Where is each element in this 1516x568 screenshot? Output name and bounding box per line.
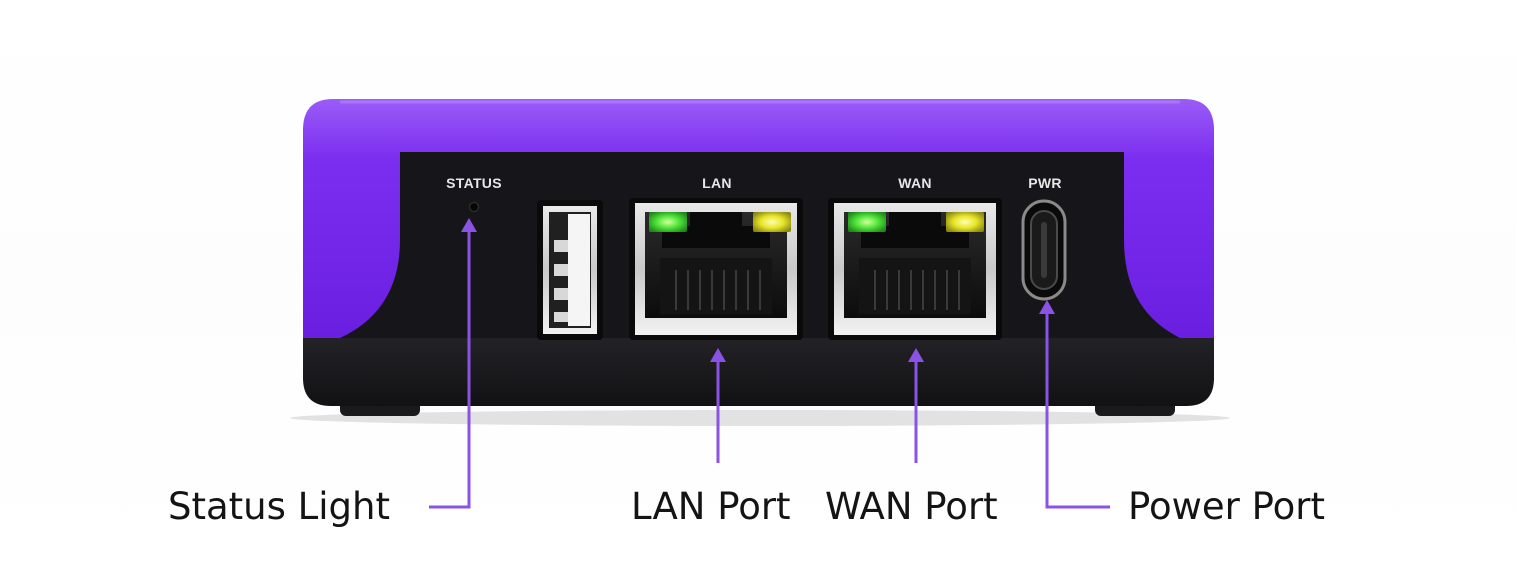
lan-link-led [649,212,687,232]
usb-c-power-port [1021,199,1067,301]
callout-status-light: Status Light [168,485,390,528]
lan-jack [629,198,803,340]
device-base [303,336,1214,406]
lan-activity-led [753,212,791,232]
wan-jack [828,198,1002,340]
power-arrowhead [1039,300,1055,314]
status-led [468,201,480,213]
wan-activity-led [946,212,984,232]
floor-shadow [290,410,1230,426]
usb-port [537,200,603,340]
panel-label-pwr: PWR [1028,175,1062,191]
status-arrowhead [461,218,477,232]
panel-label-status: STATUS [446,175,502,191]
status-callout-line [429,230,471,509]
wan-arrowhead [908,348,924,362]
wan-link-led [848,212,886,232]
lan-arrowhead [710,348,726,362]
callout-lan-port: LAN Port [631,485,791,528]
power-callout-line [1045,312,1110,509]
callout-power-port: Power Port [1128,485,1325,528]
panel-label-wan: WAN [898,175,932,191]
callout-wan-port: WAN Port [825,485,998,528]
panel-label-lan: LAN [702,175,732,191]
